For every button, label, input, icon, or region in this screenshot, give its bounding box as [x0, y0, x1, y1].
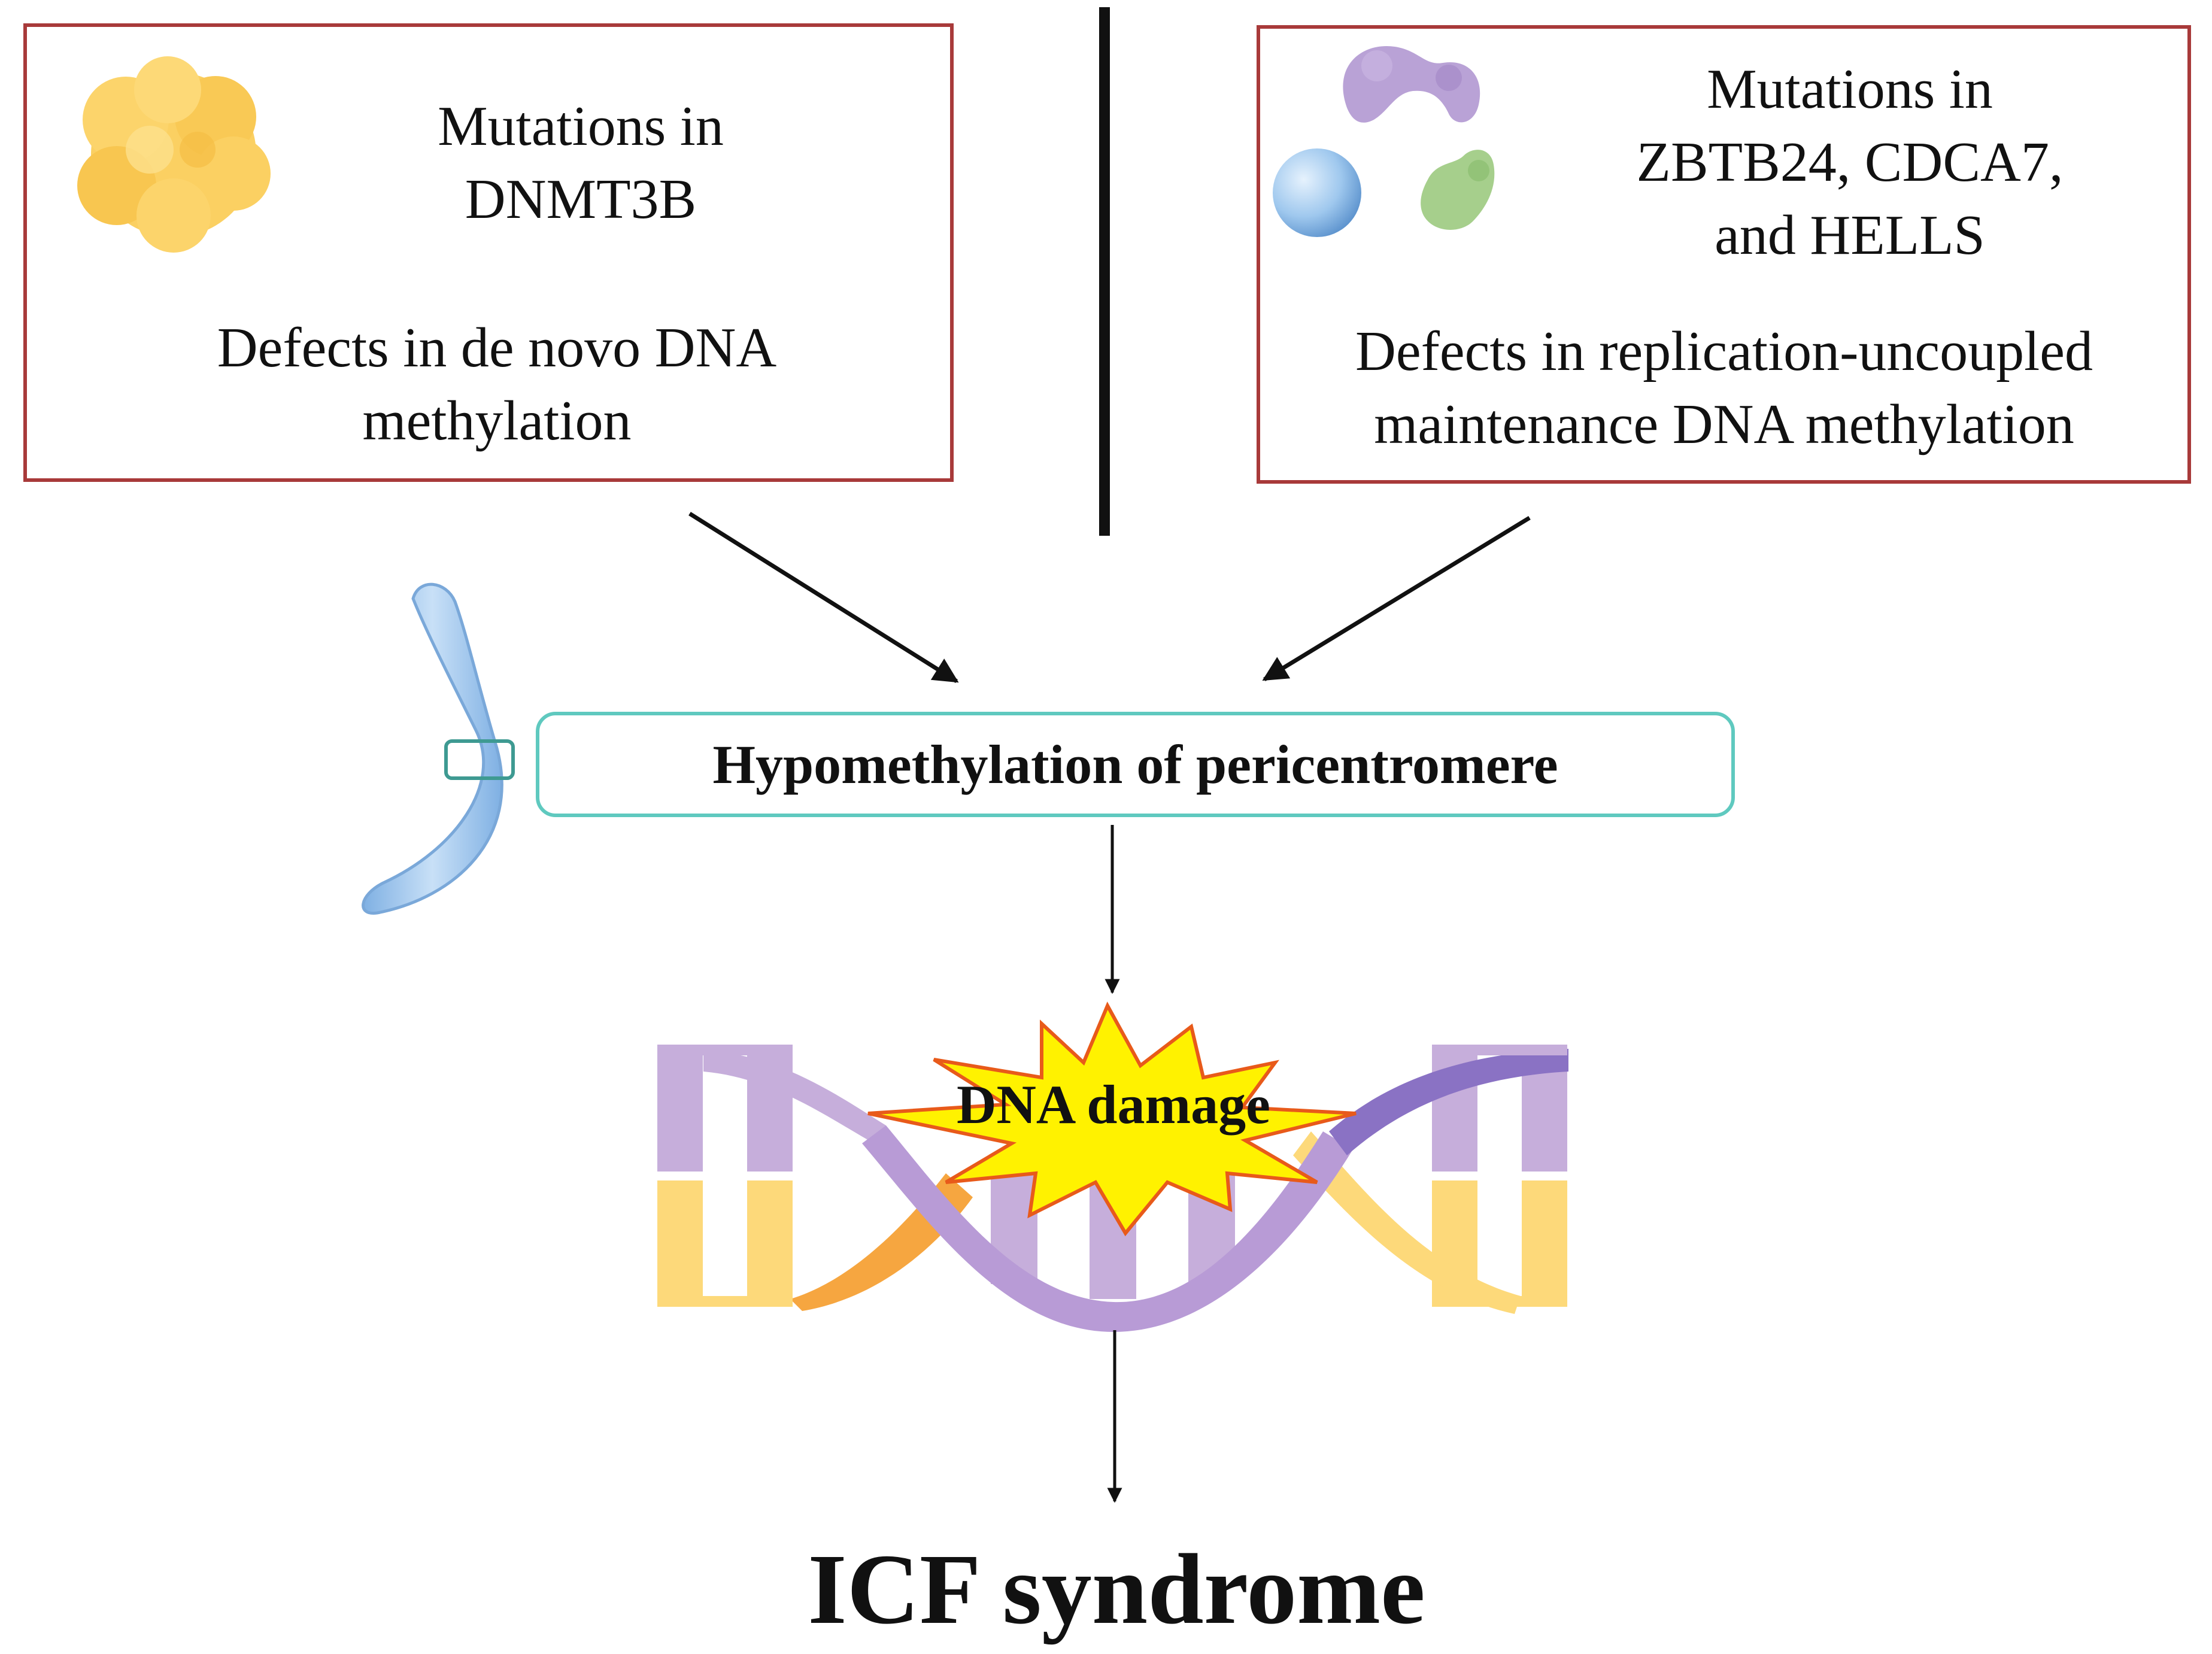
icf-syndrome-title: ICF syndrome: [808, 1534, 1425, 1645]
right-defect-text: Defects in replication-uncoupled mainten…: [1287, 315, 2161, 461]
left-defect-line-1: Defects in de novo DNA: [217, 317, 777, 379]
right-mutation-line-2: ZBTB24, CDCA7,: [1636, 131, 2064, 193]
right-defect-line-1: Defects in replication-uncoupled: [1355, 320, 2093, 383]
left-defect-line-2: methylation: [362, 390, 632, 452]
right-mutation-heading: Mutations in ZBTB24, CDCA7, and HELLS: [1556, 53, 2143, 272]
purple-protein-icon: [1343, 45, 1480, 123]
dna-helix-icon: [657, 1045, 1568, 1332]
right-mutation-box: [1257, 25, 2191, 484]
dna-damage-label: DNA damage: [957, 1074, 1270, 1135]
right-defect-line-2: maintenance DNA methylation: [1374, 393, 2074, 456]
hypomethylation-label: Hypomethylation of pericentromere: [712, 734, 1558, 795]
left-mutation-heading: Mutations in DNMT3B: [371, 90, 790, 236]
hypomethylation-box: [536, 712, 1735, 817]
centromere-marker: [444, 739, 515, 780]
left-mutation-line-1: Mutations in: [438, 95, 724, 157]
right-mutation-line-1: Mutations in: [1707, 58, 1993, 120]
left-arrow: [688, 512, 959, 683]
green-protein-icon: [1421, 150, 1495, 230]
left-defect-text: Defects in de novo DNA methylation: [138, 311, 856, 457]
starburst-icon: [867, 1001, 1357, 1237]
chromosome-icon: [362, 582, 515, 915]
blue-sphere-icon: [1273, 148, 1361, 237]
right-mutation-line-3: and HELLS: [1715, 204, 1985, 266]
right-arrow: [1262, 516, 1531, 681]
yellow-protein-icon: [77, 56, 271, 253]
left-mutation-line-2: DNMT3B: [465, 168, 697, 230]
